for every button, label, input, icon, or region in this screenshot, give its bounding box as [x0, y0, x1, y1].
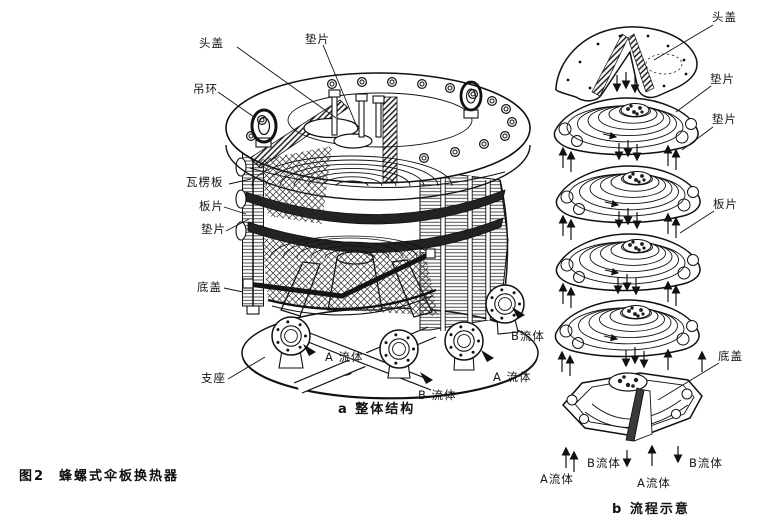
label-lifting-ring: 吊环 — [193, 82, 218, 96]
leader-lines-left — [217, 44, 358, 380]
head-cover-shape — [555, 26, 698, 102]
figure-caption: 图2 蜂螺式伞板换热器 — [19, 469, 179, 485]
label-plate-right: 板片 — [713, 197, 738, 211]
flanged-nozzles — [271, 284, 525, 379]
leader-lines-right — [653, 24, 720, 401]
label-head-cover-left: 头盖 — [199, 36, 224, 50]
label-fluid-b-right: B流体 — [511, 329, 545, 343]
label-fluid-a-bottom-left: A流体 — [540, 472, 574, 486]
label-support: 支座 — [201, 371, 226, 385]
figure-number: 图2 — [19, 469, 46, 484]
assembly-structure-drawing — [217, 44, 539, 400]
label-corrugated-plate: 瓦楞板 — [186, 175, 224, 189]
label-fluid-b-bottom-right: B流体 — [689, 456, 723, 470]
subcaption-b: b 流程示意 — [612, 502, 690, 517]
figure-title: 蜂螺式伞板换热器 — [59, 469, 180, 484]
label-fluid-a-center: A 流体 — [325, 350, 364, 364]
label-head-cover-right: 头盖 — [712, 10, 737, 24]
label-bottom-cover-left: 底盖 — [197, 280, 222, 294]
label-plate-left: 板片 — [199, 199, 224, 213]
label-fluid-a-right: A 流体 — [493, 370, 532, 384]
label-bottom-cover-right: 底盖 — [718, 349, 743, 363]
label-fluid-b-bottom: B 流体 — [418, 388, 457, 402]
bottom-cover-shape — [561, 372, 703, 442]
cutaway-interior — [249, 89, 453, 224]
plate-pack-body — [235, 138, 509, 331]
subcaption-a: a 整体结构 — [338, 402, 416, 417]
exploded-flow-drawing — [554, 24, 720, 472]
label-gasket-top-left: 垫片 — [305, 32, 330, 46]
flow-arrows-left — [303, 307, 525, 384]
umbrella-plates — [554, 98, 700, 357]
label-gasket-mid-left: 垫片 — [201, 222, 226, 236]
label-fluid-a-bottom-center: A流体 — [637, 476, 671, 490]
label-gasket-2-right: 垫片 — [712, 112, 737, 126]
label-gasket-1-right: 垫片 — [710, 72, 735, 86]
lifting-eyes — [250, 80, 483, 148]
label-fluid-b-bottom-left: B流体 — [587, 456, 621, 470]
bottom-cover-clamp — [242, 248, 436, 299]
